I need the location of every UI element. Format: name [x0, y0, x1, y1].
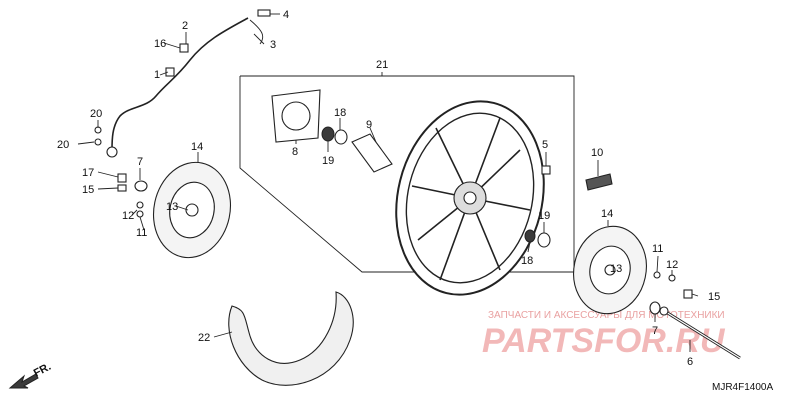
distance-collar [351, 133, 393, 173]
bearing-upper [334, 129, 348, 145]
brake-disc-left [152, 161, 232, 259]
watermark-subtitle: ЗАПЧАСТИ И АКСЕССУАРЫ ДЛЯ МОТОТЕХНИКИ [488, 310, 725, 321]
washer-left [136, 210, 144, 218]
direction-label: FR. [32, 361, 53, 380]
callout-14-left: 14 [191, 141, 203, 153]
callout-3: 3 [270, 39, 276, 51]
bolt-15-left [117, 184, 127, 192]
callout-21: 21 [376, 59, 388, 71]
pulser-ring [271, 89, 321, 143]
callout-19-lower: 19 [538, 210, 550, 222]
leader-lines [77, 13, 699, 352]
callout-18-upper: 18 [334, 107, 346, 119]
callout-12-left: 12 [122, 210, 134, 222]
callout-8: 8 [292, 146, 298, 158]
brake-disc-right [573, 225, 647, 315]
callout-10: 10 [591, 147, 603, 159]
speed-sensor [106, 146, 118, 158]
speed-sensor-cable [94, 9, 271, 158]
callout-6: 6 [687, 356, 693, 368]
bolt-17 [117, 173, 127, 183]
nut-left [136, 201, 144, 209]
watermark: ЗАПЧАСТИ И АКСЕССУАРЫ ДЛЯ МОТОТЕХНИКИ PA… [482, 310, 726, 360]
callout-13-right: 13 [610, 263, 622, 275]
watermark-brand: PARTSFOR.RU [482, 322, 726, 360]
callout-14-right: 14 [601, 208, 613, 220]
callout-15-right: 15 [708, 291, 720, 303]
right-hardware [649, 271, 693, 315]
callout-7-left: 7 [137, 156, 143, 168]
clamp-bolt [179, 43, 189, 53]
callout-13-left: 13 [166, 201, 178, 213]
rear-wheel [395, 100, 545, 296]
callout-7-right: 7 [652, 325, 658, 337]
callout-15-left: 15 [82, 184, 94, 196]
callout-12-right: 12 [666, 259, 678, 271]
tire [228, 291, 354, 386]
oil-seal [321, 126, 335, 142]
callout-20-upper: 20 [90, 108, 102, 120]
bearings-lower [524, 165, 551, 248]
callout-22: 22 [198, 332, 210, 344]
clip-bolt [165, 67, 175, 77]
rear-axle [659, 306, 741, 360]
callout-16: 16 [154, 38, 166, 50]
callout-2: 2 [182, 20, 188, 32]
callout-9: 9 [366, 119, 372, 131]
callout-20-lower: 20 [57, 139, 69, 151]
bearings-upper [321, 126, 393, 173]
front-direction-arrow: FR. [8, 361, 53, 389]
balance-weight [585, 173, 613, 191]
callout-17: 17 [82, 167, 94, 179]
callout-labels: 1 2 3 4 5 6 7 7 8 9 10 11 11 12 12 13 13… [57, 9, 720, 368]
callout-11-right: 11 [652, 243, 663, 255]
arrow-icon [8, 373, 39, 389]
diagram-code: MJR4F1400A [712, 382, 773, 393]
collar-left [134, 180, 148, 192]
callout-19-upper: 19 [322, 155, 334, 167]
callout-5: 5 [542, 139, 548, 151]
cable-clip [257, 9, 271, 17]
callout-18-lower: 18 [521, 255, 533, 267]
callout-11-left: 11 [136, 227, 147, 239]
valve-stem [541, 165, 551, 175]
callout-4: 4 [283, 9, 289, 21]
callout-1: 1 [154, 69, 160, 81]
